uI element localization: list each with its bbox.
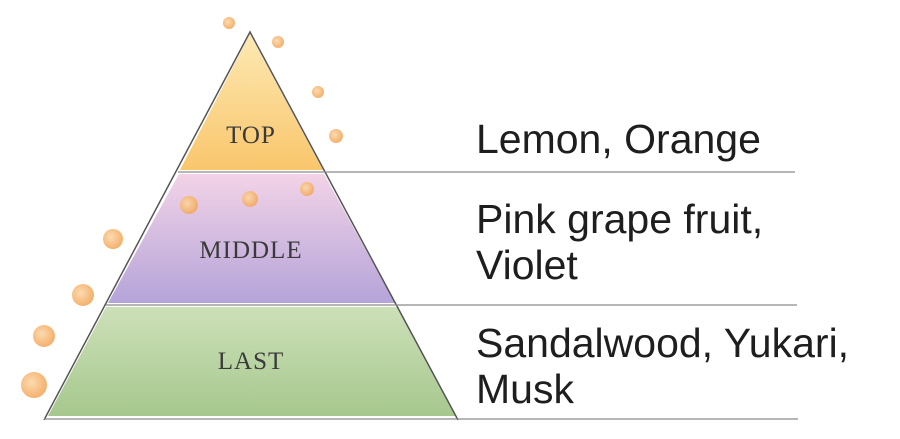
note-line: Sandalwood, Yukari, [476,320,850,366]
bubble [223,17,235,29]
bubble [300,182,314,196]
notes-middle: Pink grape fruit, Violet [476,196,763,288]
tier-label-middle: MIDDLE [199,237,302,264]
bubble [272,36,284,48]
bubble [33,325,55,347]
pyramid-tier-last [48,307,456,416]
tier-label-last: LAST [218,348,285,375]
bubble [329,129,343,143]
bubble [242,191,258,207]
bubble [312,86,324,98]
bubble [72,284,94,306]
bubble-decorations [21,17,343,398]
bubble [103,229,123,249]
note-line: Violet [476,242,578,288]
pyramid-tier-top [180,34,323,170]
note-line: Lemon, Orange [476,116,761,162]
pyramid-tier-middle [108,174,395,303]
bubble [21,372,47,398]
note-line: Musk [476,366,574,412]
tier-label-top: TOP [226,122,276,149]
notes-last: Sandalwood, Yukari, Musk [476,320,849,412]
notes-top: Lemon, Orange [476,116,761,162]
pyramid-outline [43,30,459,421]
bubble [180,196,198,214]
note-line: Pink grape fruit, [476,196,764,242]
